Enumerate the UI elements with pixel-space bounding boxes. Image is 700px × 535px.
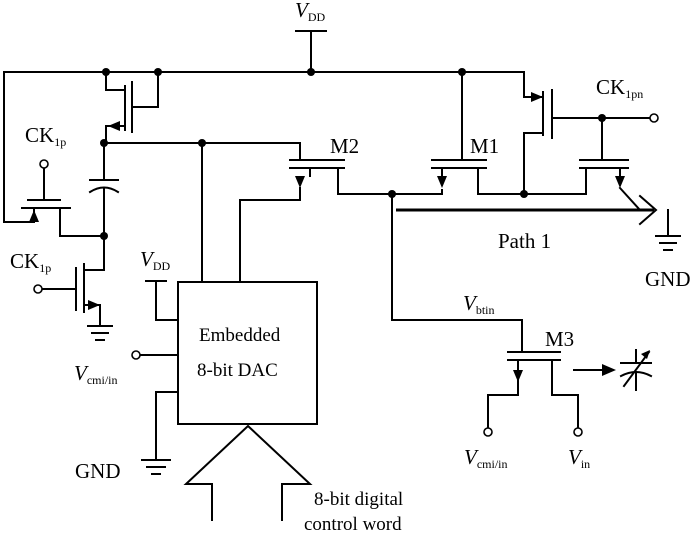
vin-label: Vin xyxy=(568,445,590,471)
dac-ground xyxy=(141,391,179,475)
vcmi-left-terminal xyxy=(131,350,141,360)
nmos-bottom-left xyxy=(41,235,105,327)
digital-bus-arrow xyxy=(183,424,313,521)
vcmi-bottom-terminal xyxy=(483,427,493,437)
vbtin-wire xyxy=(391,193,523,353)
ground-right xyxy=(655,209,681,251)
vbtin-label: Vbtin xyxy=(463,291,495,317)
junction-dots xyxy=(100,68,606,240)
switch-ck1p-top-arrow xyxy=(29,210,39,222)
pmos-top-right-arrow xyxy=(531,92,543,102)
vcmi-bottom-label: Vcmi/in xyxy=(464,445,508,471)
tuning-arrow-head xyxy=(602,364,616,376)
pmos-top-left xyxy=(105,71,159,144)
vdd-dac-label: VDD xyxy=(140,247,170,273)
transistor-m3-arrow xyxy=(513,370,523,382)
ck1p-top-terminal xyxy=(39,159,49,169)
variable-capacitor-arrowhead xyxy=(641,350,650,359)
vdd-supply-top xyxy=(295,30,327,73)
ground-left-top xyxy=(87,325,113,341)
capacitor xyxy=(88,142,120,237)
gate-net-wire xyxy=(103,142,301,283)
vin-terminal xyxy=(573,427,583,437)
dac-title-line1: Embedded xyxy=(199,325,281,346)
ck1pn-label: CK1pn xyxy=(596,75,643,101)
digital-word-line1: 8-bit digital xyxy=(314,489,403,510)
dac-block xyxy=(177,281,318,425)
vdd-top-label: VDD xyxy=(295,0,325,24)
dac-title-line2: 8-bit DAC xyxy=(197,360,278,381)
pmos-top-left-arrow xyxy=(108,121,120,131)
ck1p-top-label: CK1p xyxy=(25,123,66,149)
nmos-right xyxy=(523,117,629,195)
m3-label: M3 xyxy=(545,327,574,351)
gnd-left-label: GND xyxy=(75,459,121,483)
dac-vdd-supply xyxy=(145,280,179,321)
m2-label: M2 xyxy=(330,134,359,158)
transistor-m2-arrow xyxy=(295,176,305,188)
variable-capacitor-icon xyxy=(619,349,653,391)
nmos-bottom-left-arrow xyxy=(88,300,100,310)
transistor-m1 xyxy=(391,71,525,195)
digital-word-line2: control word xyxy=(304,514,402,535)
path1-arrow xyxy=(396,186,658,226)
vcmi-left-label: Vcmi/in xyxy=(74,361,118,387)
ck1pn-terminal xyxy=(649,113,659,123)
switch-ck1p-top xyxy=(3,167,105,237)
ck1p-bottom-label: CK1p xyxy=(10,249,51,275)
ck1p-bottom-terminal xyxy=(33,284,43,294)
dac-output-wire xyxy=(239,187,301,283)
transistor-m1-arrow xyxy=(437,176,447,188)
transistor-m2 xyxy=(289,159,393,195)
transistor-m3 xyxy=(487,351,579,429)
m1-label: M1 xyxy=(470,134,499,158)
nmos-right-arrow xyxy=(615,176,625,188)
path1-label: Path 1 xyxy=(498,229,551,253)
gnd-right-label: GND xyxy=(645,267,691,291)
